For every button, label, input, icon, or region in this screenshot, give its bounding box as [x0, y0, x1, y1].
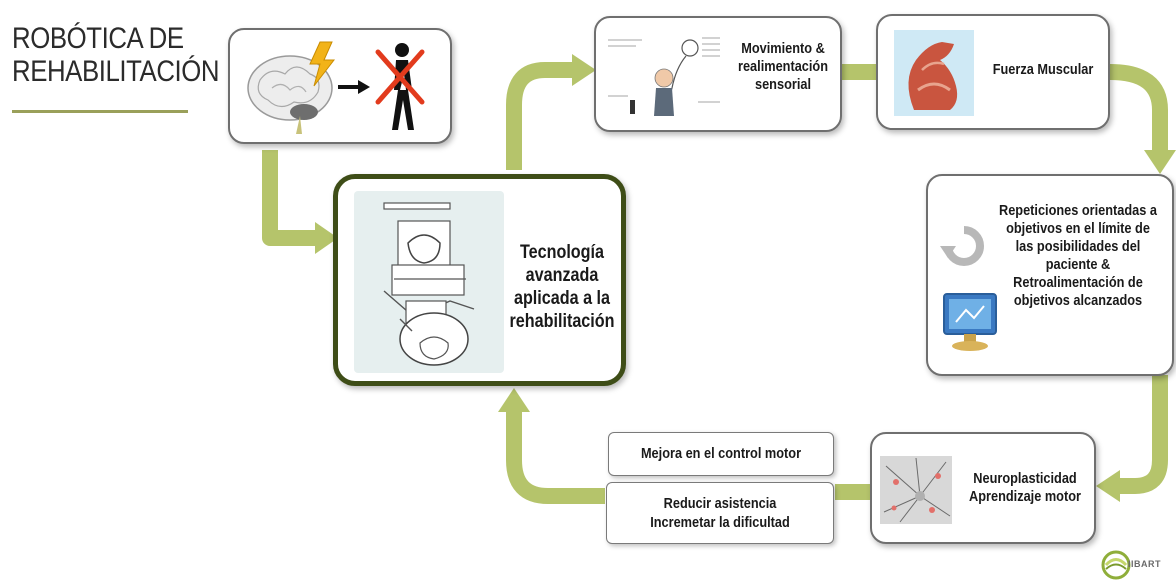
movement-line-1: Movimiento &: [741, 40, 825, 57]
brain-lightning-icon: [247, 41, 336, 134]
neuro-line-1: Neuroplasticidad: [973, 470, 1077, 487]
muscle-strength-box: Fuerza Muscular: [876, 14, 1110, 130]
central-line-1: Tecnología: [519, 242, 605, 263]
repetitions-line-1: Repeticiones orientadas a: [998, 202, 1158, 219]
neuroplasticity-box: Neuroplasticidad Aprendizaje motor: [870, 432, 1096, 544]
title-line-1: ROBÓTICA DE: [12, 22, 184, 55]
arrow-right-icon: [338, 80, 370, 94]
repetitions-box: Repeticiones orientadas a objetivos en e…: [926, 174, 1174, 376]
refresh-icon: [940, 226, 984, 266]
movement-line-3: sensorial: [755, 76, 811, 93]
repetitions-label: Repeticiones orientadas a objetivos en e…: [998, 202, 1158, 310]
motor-control-label: Mejora en el control motor: [640, 445, 802, 462]
muscle-label: Fuerza Muscular: [988, 61, 1099, 79]
brain-injury-box: [228, 28, 452, 144]
computer-monitor-icon: [943, 293, 997, 351]
repetitions-line-3: las posibilidades del: [1015, 238, 1141, 255]
arrow-muscle-to-repetitions: [1109, 64, 1168, 150]
page-title: ROBÓTICA DE REHABILITACIÓN: [12, 22, 220, 88]
arrowhead-movement: [572, 54, 596, 86]
iibart-logo-icon: [1101, 550, 1131, 580]
movement-label: Movimiento & realimentación sensorial: [735, 40, 832, 94]
central-line-3: aplicada a la: [513, 288, 611, 309]
central-line-2: avanzada: [525, 265, 599, 286]
title-underline: [12, 110, 188, 113]
arrow-repetitions-to-neuro: [1120, 375, 1168, 494]
repetitions-line-2: objetivos en el límite de: [1006, 220, 1150, 237]
muscle-line-1: Fuerza Muscular: [992, 61, 1094, 78]
crossed-walking-person-icon: [375, 43, 425, 130]
title-line-2: REHABILITACIÓN: [12, 55, 220, 88]
motor-control-box: Mejora en el control motor: [608, 432, 834, 476]
arrow-brain-to-central: [262, 150, 315, 246]
repetitions-line-4: paciente &: [1045, 256, 1111, 273]
logo-text: IIBART: [1128, 559, 1161, 569]
rehab-robot-illustration: [354, 191, 504, 373]
reduce-assistance-box: Reducir asistencia Incremetar la dificul…: [606, 482, 834, 544]
arm-muscle-icon: [894, 30, 974, 116]
central-line-4: rehabilitación: [509, 311, 615, 332]
neuro-line-2: Aprendizaje motor: [969, 488, 1081, 505]
arrowhead-central: [315, 222, 338, 254]
reduce-line-1: Reducir asistencia: [663, 495, 777, 512]
neuron-image: [880, 456, 952, 524]
person-sensor-diagram: [608, 37, 720, 116]
repetitions-line-6: objetivos alcanzados: [1013, 292, 1143, 309]
neuro-label: Neuroplasticidad Aprendizaje motor: [966, 470, 1083, 506]
arrow-central-to-movement: [506, 62, 572, 170]
movement-feedback-box: Movimiento & realimentación sensorial: [594, 16, 842, 132]
arrowhead-central-bottom: [498, 388, 530, 412]
repetitions-line-5: Retroalimentación de: [1013, 274, 1143, 291]
arrow-reduce-to-central: [506, 412, 605, 504]
movement-line-2: realimentación: [738, 58, 828, 75]
central-technology-box: Tecnología avanzada aplicada a la rehabi…: [333, 174, 626, 386]
arrowhead-repetitions: [1144, 150, 1176, 174]
central-label: Tecnología avanzada aplicada a la rehabi…: [508, 241, 617, 333]
reduce-line-2: Incremetar la dificultad: [650, 514, 790, 531]
arrowhead-neuro: [1096, 470, 1120, 502]
